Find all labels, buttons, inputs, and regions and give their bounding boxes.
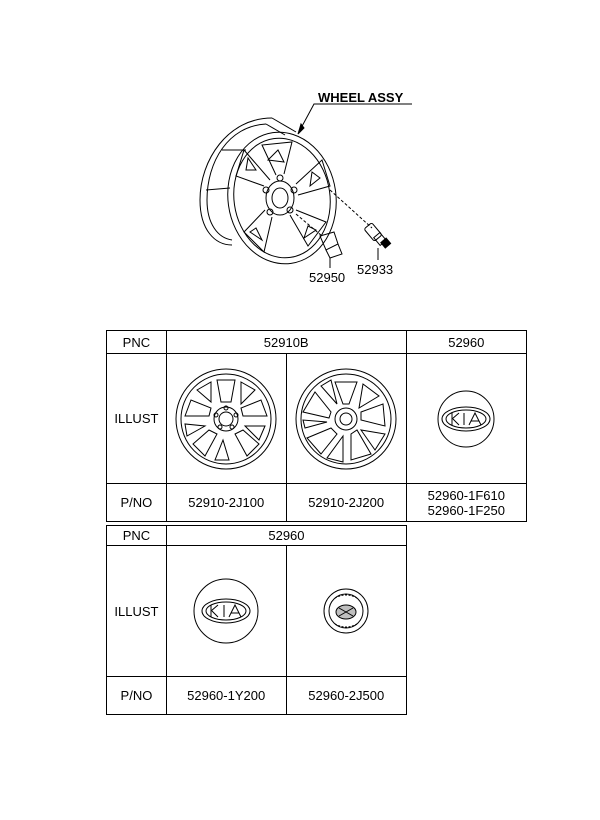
- row-label-illust: ILLUST: [106, 353, 167, 484]
- valve-stem-icon: [364, 222, 392, 249]
- pno-52960-1f610: 52960-1F610: [427, 487, 505, 503]
- pnc-52960-2: 52960: [165, 525, 408, 546]
- illust-cell-4: [165, 545, 287, 677]
- title-leader-line: [299, 103, 412, 131]
- callout-52950: 52950: [309, 270, 346, 285]
- illust-cell-1: [165, 353, 287, 484]
- pno-52960-1f250: 52960-1F250: [427, 502, 505, 518]
- pno-52960-1y200: 52960-1Y200: [165, 676, 287, 715]
- illust-cell-3: [405, 353, 528, 484]
- callout-52933: 52933: [357, 262, 394, 277]
- wheel-assy-title: WHEEL ASSY: [318, 90, 404, 105]
- row-label-illust-2: ILLUST: [106, 545, 167, 677]
- kia-oval-cap-icon: [437, 390, 495, 447]
- pnc-52910b: 52910B: [165, 330, 407, 354]
- title-leader-arrow: [297, 122, 305, 135]
- pno-52910-2j200: 52910-2J200: [285, 483, 407, 522]
- pno-52960-2j500: 52960-2J500: [285, 676, 407, 715]
- kia-round-cap-icon: [193, 578, 259, 644]
- wheel-rim-icon: [199, 117, 337, 265]
- row-label-pno-2: P/NO: [106, 676, 167, 715]
- lug-nut-icon: [319, 231, 343, 259]
- valve-leader-line: [329, 189, 373, 229]
- illust-cell-2: [285, 353, 407, 484]
- parts-table-2: PNC 52960 ILLUST: [106, 525, 408, 715]
- row-label-pnc-2: PNC: [106, 525, 167, 546]
- nut-leader-line: [295, 213, 323, 237]
- illust-cell-5: [285, 545, 407, 677]
- emblem-cap-icon: [323, 588, 369, 634]
- wheel-spoke-icon: [295, 368, 397, 469]
- row-label-pno: P/NO: [106, 483, 167, 522]
- parts-table-1: PNC 52910B 52960 ILLUST: [106, 330, 528, 522]
- pno-52960-pair: 52960-1F610 52960-1F250: [405, 483, 528, 522]
- pno-52910-2j100: 52910-2J100: [165, 483, 287, 522]
- wheel-spoke-icon: [175, 368, 277, 469]
- row-label-pnc: PNC: [106, 330, 167, 354]
- pnc-52960: 52960: [405, 330, 528, 354]
